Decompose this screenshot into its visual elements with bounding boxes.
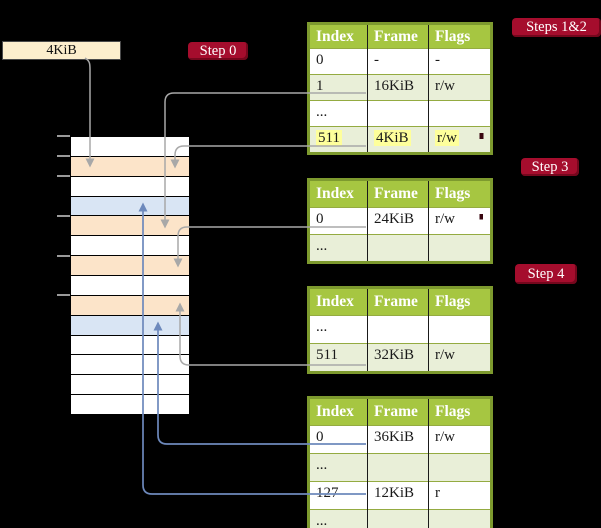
table-cell: ... xyxy=(310,234,368,261)
column-header: Index xyxy=(310,289,368,315)
memory-row-5 xyxy=(71,215,189,236)
badge-step-4: Step 4 xyxy=(515,264,577,284)
table-cell: 0 xyxy=(316,210,324,227)
table-cell: ... xyxy=(310,453,368,481)
table-row: 511 4KiB r/w xyxy=(310,126,490,152)
badge-step-0: Step 0 xyxy=(188,42,248,60)
table-row: ... xyxy=(310,315,490,343)
column-header: Flags xyxy=(428,399,490,425)
physical-memory-column xyxy=(70,136,190,415)
table-cell: 127 xyxy=(316,484,339,501)
table-cell: r/w xyxy=(428,74,490,100)
memory-row-4 xyxy=(71,195,189,216)
table-cell: 4KiB xyxy=(367,126,429,152)
column-header: Frame xyxy=(367,181,429,207)
column-header: Index xyxy=(310,399,368,425)
column-header: Frame xyxy=(367,399,429,425)
page-size-label: 4KiB xyxy=(46,43,77,58)
table-cell xyxy=(367,315,429,343)
memory-tick xyxy=(57,214,70,217)
badge-steps-1-2: Steps 1&2 xyxy=(512,18,601,37)
memory-row-1 xyxy=(71,137,189,156)
table-cell xyxy=(367,453,429,481)
table-row: ... xyxy=(310,509,490,528)
table-cell xyxy=(428,315,490,343)
column-header: Flags xyxy=(428,181,490,207)
table-cell: - xyxy=(428,48,490,74)
badge-step-3: Step 3 xyxy=(521,158,579,176)
table-cell: 511 xyxy=(310,126,368,152)
table-row: 0 -- xyxy=(310,48,490,74)
table-cell: 1 xyxy=(310,74,368,100)
table-cell: 0 xyxy=(316,428,324,445)
memory-row-14 xyxy=(71,394,189,415)
table-row: ... xyxy=(310,100,490,126)
table-cell: ... xyxy=(310,509,368,528)
table-cell: - xyxy=(367,48,429,74)
table-cell: r/w xyxy=(428,207,490,234)
table-cell: 36KiB xyxy=(367,425,429,453)
table-cell: ... xyxy=(316,103,328,120)
table-cell: r/w xyxy=(428,126,490,152)
table-cell xyxy=(367,100,429,126)
highlighted-value: 511 xyxy=(316,129,342,146)
column-header: Frame xyxy=(367,289,429,315)
memory-row-7 xyxy=(71,255,189,276)
memory-tick xyxy=(57,135,70,137)
column-header: Index xyxy=(310,181,368,207)
memory-row-12 xyxy=(71,354,189,375)
memory-tick xyxy=(57,254,70,257)
table-cell: r xyxy=(428,481,490,509)
page-size-box: 4KiB xyxy=(2,41,121,60)
column-header: Flags xyxy=(428,289,490,315)
memory-row-10 xyxy=(71,314,189,335)
table-cell: r/w xyxy=(428,343,490,371)
table-cell: 511 xyxy=(310,343,368,371)
table-cell: 0 xyxy=(316,51,324,68)
table-cell: ... xyxy=(316,318,328,335)
memory-row-6 xyxy=(71,235,189,256)
memory-tick xyxy=(57,294,70,297)
memory-row-9 xyxy=(71,294,189,315)
column-header: Flags xyxy=(428,25,490,48)
memory-row-2 xyxy=(71,155,189,176)
table-cell xyxy=(367,234,429,261)
table-cell: 16KiB xyxy=(367,74,429,100)
table-cell: 24KiB xyxy=(367,207,429,234)
memory-row-3 xyxy=(71,175,189,196)
table-cell: 12KiB xyxy=(367,481,429,509)
memory-tick xyxy=(57,154,70,157)
memory-row-8 xyxy=(71,275,189,295)
table-cell xyxy=(367,509,429,528)
table-cell: 32KiB xyxy=(367,343,429,371)
memory-row-13 xyxy=(71,374,189,395)
table-cell: r/w xyxy=(428,425,490,453)
column-header: Index xyxy=(310,25,368,48)
table-cell xyxy=(428,100,490,126)
memory-row-11 xyxy=(71,334,189,355)
column-header: Frame xyxy=(367,25,429,48)
memory-tick xyxy=(57,174,70,177)
highlighted-value: 4KiB xyxy=(374,129,411,146)
highlighted-value: r/w xyxy=(435,129,459,146)
table-cell xyxy=(428,453,490,481)
table-cell xyxy=(428,234,490,261)
table-row: ... xyxy=(310,234,490,261)
table-cell xyxy=(428,509,490,528)
table-row: ... xyxy=(310,453,490,481)
